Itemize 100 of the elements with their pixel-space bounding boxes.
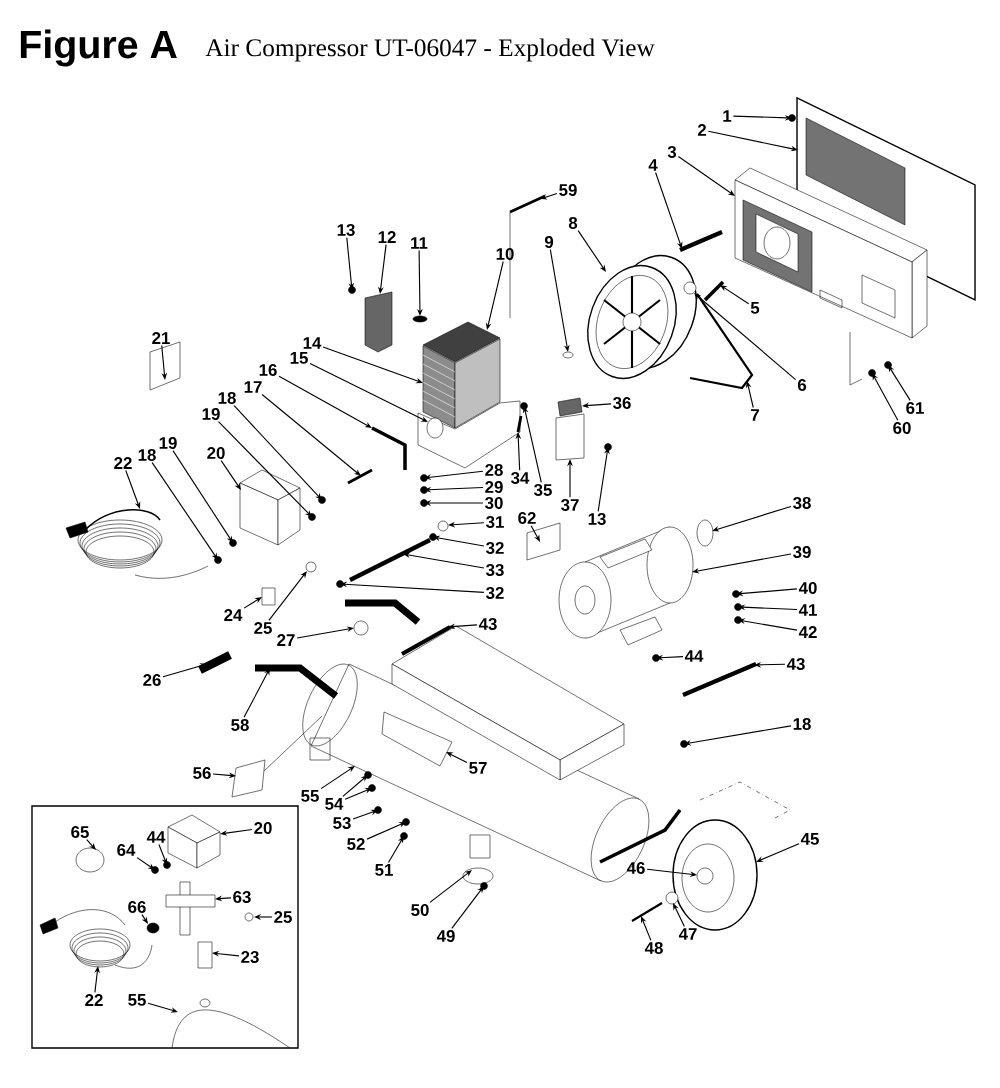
fitting: [261, 587, 276, 606]
cylinder-head: [422, 321, 501, 363]
leader-line: [577, 230, 606, 272]
nut: [734, 616, 742, 624]
callout-number: 2: [697, 124, 707, 136]
callout-number: 61: [906, 402, 924, 414]
callout-number: 14: [303, 337, 322, 349]
callout-number: 63: [233, 891, 251, 903]
leader-line: [172, 450, 233, 543]
callout-number: 46: [626, 862, 645, 874]
leader-line: [309, 362, 428, 422]
callout-number: 43: [478, 618, 497, 630]
leader-line: [738, 618, 798, 631]
screw: [884, 361, 892, 369]
screw: [788, 114, 796, 122]
leader-line: [417, 249, 423, 316]
callout-number: 59: [559, 184, 577, 196]
callout-number: 45: [800, 833, 819, 845]
leader-line: [141, 914, 148, 924]
callout-number: 36: [613, 397, 631, 409]
callout-number: 11: [411, 237, 428, 249]
callout-number: 34: [511, 472, 530, 484]
rubber-foot: [462, 867, 494, 885]
bracket: [679, 230, 723, 252]
callout-number: 6: [797, 379, 807, 391]
callout-number: 65: [71, 826, 89, 838]
callout-number: 44: [684, 650, 704, 662]
power-cord: [65, 509, 209, 579]
screw: [151, 866, 159, 874]
leader-line: [158, 843, 168, 865]
callout-number: 49: [436, 930, 455, 942]
leader-line: [366, 822, 406, 840]
callout-number: 19: [159, 437, 177, 449]
callout-number: 55: [128, 994, 146, 1006]
washer: [420, 499, 428, 507]
rod: [347, 468, 373, 485]
callout-number: 35: [534, 484, 552, 496]
leader-line: [151, 462, 218, 560]
callout-number: 28: [485, 464, 503, 476]
leader-line: [233, 405, 322, 500]
callout-number: 31: [486, 516, 504, 528]
callout-number: 5: [750, 302, 760, 314]
callout-number: 1: [723, 110, 732, 122]
callout-number: 16: [259, 364, 277, 376]
leader-line: [261, 393, 361, 476]
pressure-switch: [239, 469, 301, 546]
callout-number: 33: [486, 564, 504, 576]
leader-line: [403, 552, 485, 569]
callout-number: 58: [231, 719, 249, 731]
leader-line: [549, 249, 570, 352]
screw: [680, 740, 688, 748]
fitting: [516, 415, 523, 433]
leader-line: [352, 809, 378, 820]
callout-number: 25: [274, 911, 292, 923]
callout-number: 27: [277, 634, 295, 646]
callout-number: 7: [751, 409, 759, 421]
pressure-switch: [167, 814, 221, 869]
callout-number: 62: [518, 512, 536, 524]
washer: [368, 784, 376, 792]
leader-line: [597, 447, 610, 512]
screw: [402, 818, 410, 826]
leader-line: [387, 836, 404, 863]
screw: [364, 771, 372, 779]
leader-line: [424, 486, 484, 493]
callout-number: 13: [337, 224, 355, 236]
pulley: [696, 519, 714, 547]
leader-line: [433, 535, 485, 547]
plug: [353, 620, 369, 636]
leader-line: [692, 553, 792, 574]
figure-caption: Air Compressor UT-06047 - Exploded View: [205, 38, 655, 62]
leader-line: [641, 916, 652, 941]
leader-line: [424, 500, 484, 506]
callout-number: 52: [347, 838, 365, 850]
callout-number: 53: [333, 817, 351, 829]
leader-line: [342, 775, 368, 797]
leader-line: [136, 857, 155, 870]
callout-number: 41: [798, 604, 817, 616]
fitting: [197, 941, 213, 969]
nut: [374, 806, 382, 814]
callout-number: 23: [241, 951, 259, 963]
callout-number: 47: [678, 928, 697, 940]
valve-head: [557, 397, 583, 417]
callout-number: 18: [793, 718, 811, 730]
nut: [318, 496, 326, 504]
screw: [163, 861, 171, 869]
leader-line: [147, 1002, 178, 1013]
key: [562, 351, 574, 359]
screw: [520, 402, 528, 410]
callout-number: 32: [486, 542, 504, 554]
callout-number: 43: [786, 658, 805, 670]
callout-number: 42: [798, 626, 817, 638]
callout-number: 64: [117, 844, 136, 856]
leader-line: [684, 725, 792, 746]
leader-line: [268, 571, 307, 621]
leader-line: [446, 752, 468, 763]
callout-number: 13: [588, 513, 606, 525]
leader-line: [254, 914, 273, 920]
callout-number: 30: [485, 497, 503, 509]
motor: [558, 526, 694, 646]
bar: [400, 625, 452, 656]
